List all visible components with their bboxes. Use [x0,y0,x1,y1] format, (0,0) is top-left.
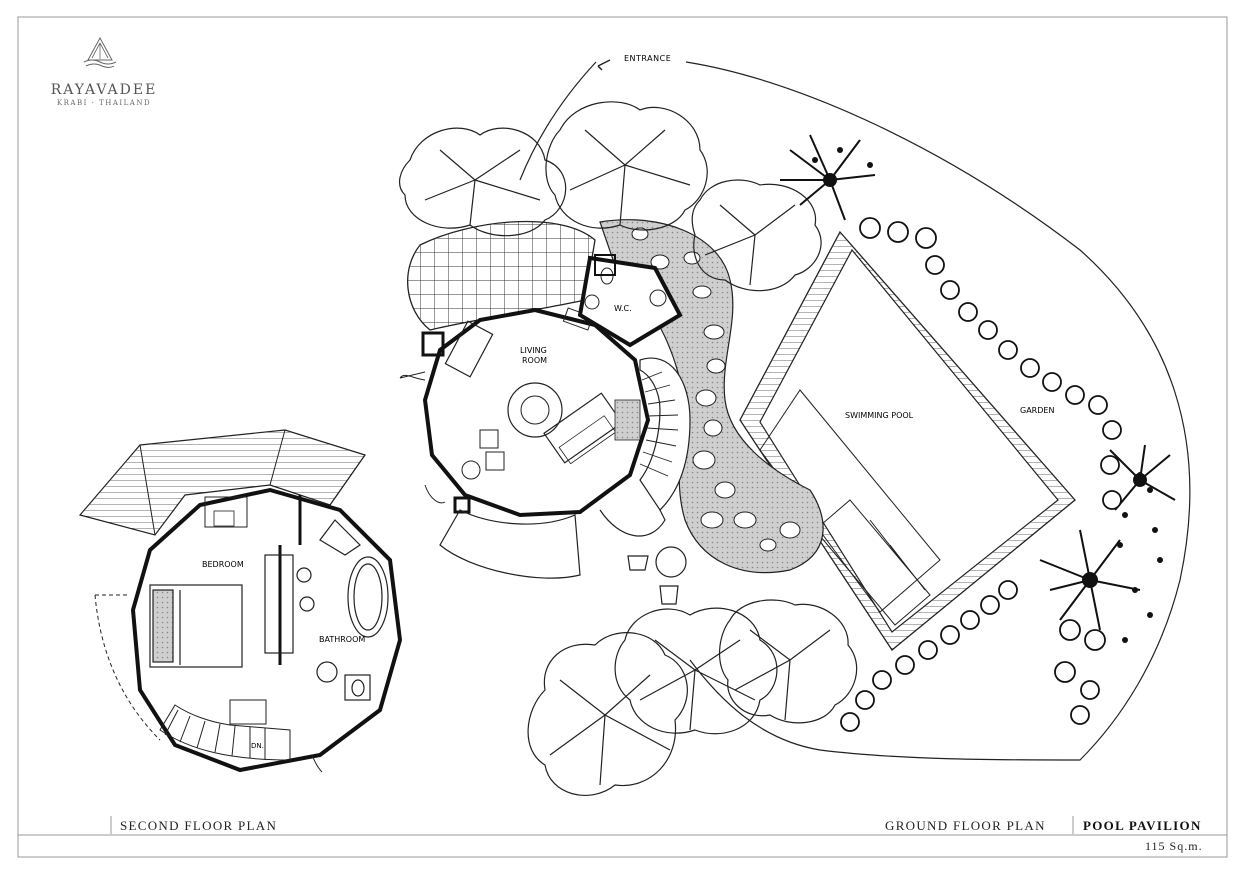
desk [229,699,267,725]
entrance-path-edge [519,61,597,181]
entrance-label: ENTRANCE [624,54,671,63]
ground-floor-stairs [599,357,691,537]
stairs-down-label: DN. [251,742,264,750]
entrance-gate [597,59,611,71]
garden-chair [627,555,649,571]
wc-room [577,254,683,348]
canopy-tree [398,127,567,237]
ground-floor-plan-label: GROUND FLOOR PLAN [885,818,1046,833]
palm-tree [1039,529,1141,631]
living-room [422,307,651,518]
canopy-tree [691,179,822,292]
floor-area: 115 Sq.m. [1145,839,1203,853]
resort-logo-emblem [83,36,117,68]
bedroom-label: BEDROOM [202,560,244,569]
brand-name: RAYAVADEE [50,82,158,98]
resort-logo: RAYAVADEE KRABI · THAILAND [34,36,174,107]
living-room-bay-window [421,331,445,357]
second-floor-plan-label: SECOND FLOOR PLAN [120,818,278,833]
second-floor-balcony [78,429,366,536]
garden-label: GARDEN [1020,406,1054,415]
canopy-tree [718,599,858,724]
living-deck [439,509,581,579]
tv-screen [213,510,235,527]
garden-boundary [685,61,1191,761]
garden-table [655,546,687,578]
palm-tree [780,134,876,221]
canopy-tree [614,607,778,735]
canopy-tree [545,101,708,231]
garden-chair [659,585,679,605]
door-swing [399,371,426,381]
wc-label: W.C. [614,304,632,313]
door-swing [424,484,446,504]
second-floor-building [130,487,403,773]
second-floor-stairs [159,704,291,761]
sheet-border [17,16,1228,858]
bathroom-label: BATHROOM [319,635,365,644]
entry-terrace [407,220,596,331]
swimming-pool-label: SWIMMING POOL [845,411,914,420]
canopy-tree [527,632,688,796]
living-room-label-1: LIVING [520,346,547,355]
balcony-outline-dashed [94,594,161,741]
dense-foliage [812,147,1163,643]
swimming-pool [739,230,1076,651]
bathroom-fixtures [264,519,389,701]
bed [149,584,243,668]
hedge-shrubs [840,217,1122,732]
column [453,496,471,514]
brand-location: KRABI · THAILAND [56,99,152,107]
tv-cabinet [204,496,248,528]
villa-type-title: POOL PAVILION [1083,818,1202,833]
door-swing [311,754,323,773]
living-room-label-2: ROOM [522,356,547,365]
